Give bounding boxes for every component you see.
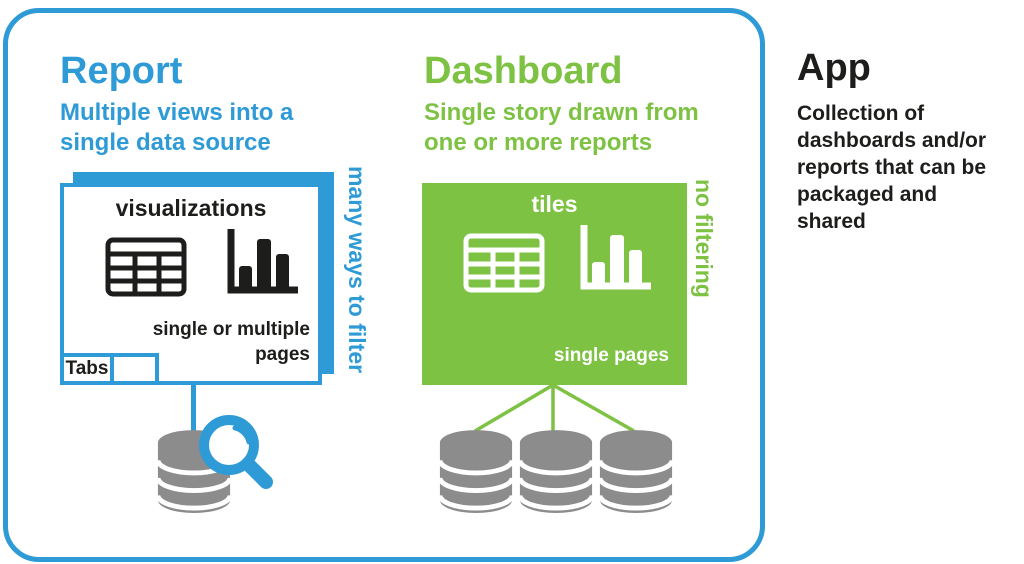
- visualizations-label: visualizations: [115, 195, 267, 221]
- dashboard-subtitle: Single story drawn from one or more repo…: [424, 99, 699, 156]
- bar-chart-icon: [224, 227, 302, 299]
- report-card: visualizations single or multiple pages: [60, 183, 322, 385]
- empty-tab-box: [110, 353, 159, 385]
- database-icon: [437, 428, 515, 516]
- app-description: Collection of dashboards and/or reports …: [797, 102, 987, 233]
- report-title: Report: [60, 50, 183, 92]
- no-filtering-label: no filtering: [691, 179, 717, 298]
- dashboard-title: Dashboard: [424, 50, 623, 92]
- tabs-box: Tabs: [60, 353, 114, 385]
- diagram-frame: [3, 8, 765, 562]
- app-title: App: [797, 47, 871, 89]
- table-icon: [463, 233, 545, 293]
- many-ways-to-filter-label: many ways to filter: [344, 166, 370, 374]
- magnifier-icon: [191, 407, 279, 495]
- report-subtitle: Multiple views into a single data source: [60, 99, 294, 156]
- tiles-label: tiles: [531, 191, 578, 217]
- dashboard-pages-note: single pages: [553, 345, 669, 366]
- table-icon: [105, 237, 187, 297]
- report-pages-note: single or multiple pages: [152, 319, 310, 365]
- dashboard-card: tiles single pages: [422, 183, 687, 385]
- dashboard-connector-lines: [422, 384, 687, 432]
- bar-chart-icon: [577, 223, 655, 295]
- database-icon: [597, 428, 675, 516]
- tabs-label: Tabs: [65, 358, 109, 379]
- report-connector-line: [191, 384, 196, 432]
- database-icon: [517, 428, 595, 516]
